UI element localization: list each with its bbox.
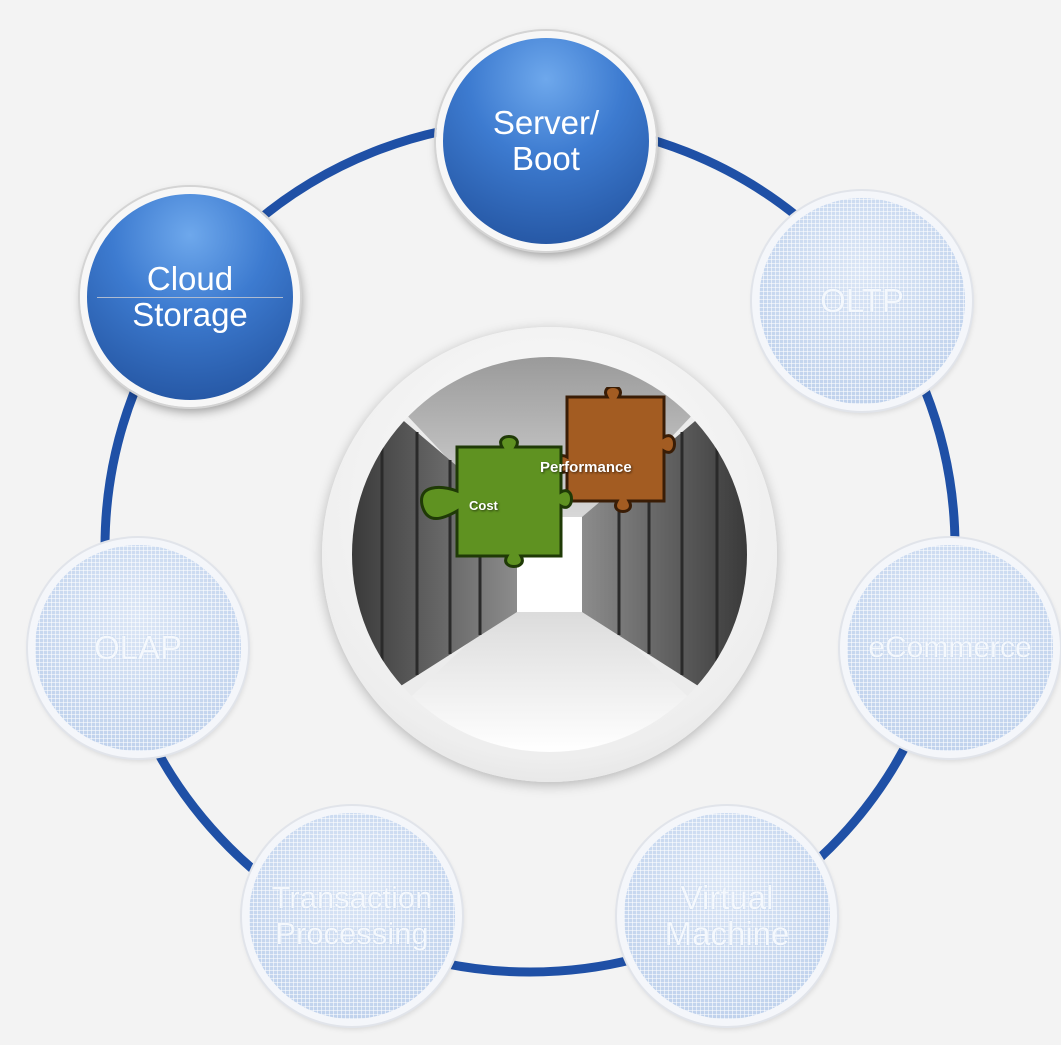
node-transaction-processing[interactable]: Transaction Processing	[242, 806, 462, 1026]
node-olap[interactable]: OLAP	[28, 538, 248, 758]
node-server-boot[interactable]: Server/ Boot	[436, 31, 656, 251]
node-virtual-machine[interactable]: Virtual Machine	[617, 806, 837, 1026]
node-server-boot-label: Server/ Boot	[492, 104, 600, 177]
node-virtual-machine-label: Virtual Machine	[664, 879, 790, 952]
performance-piece	[555, 387, 676, 513]
node-oltp[interactable]: OLTP	[752, 191, 972, 411]
cost-label: Cost	[469, 498, 498, 513]
node-cloud-storage[interactable]: Cloud Storage	[80, 187, 300, 407]
cost-piece	[420, 435, 573, 568]
node-ecommerce[interactable]: eCommerce	[840, 538, 1060, 758]
node-transaction-processing-label: Transaction Processing	[271, 880, 433, 951]
node-ecommerce-label: eCommerce	[868, 631, 1032, 664]
node-oltp-label: OLTP	[820, 282, 904, 319]
node-cloud-storage-label: Cloud Storage	[132, 260, 248, 333]
datacenter-image: Performance Cost	[352, 357, 747, 752]
performance-label: Performance	[540, 459, 632, 476]
node-divider-line	[97, 297, 283, 298]
node-olap-label: OLAP	[93, 629, 183, 666]
puzzle-pieces	[420, 387, 676, 568]
